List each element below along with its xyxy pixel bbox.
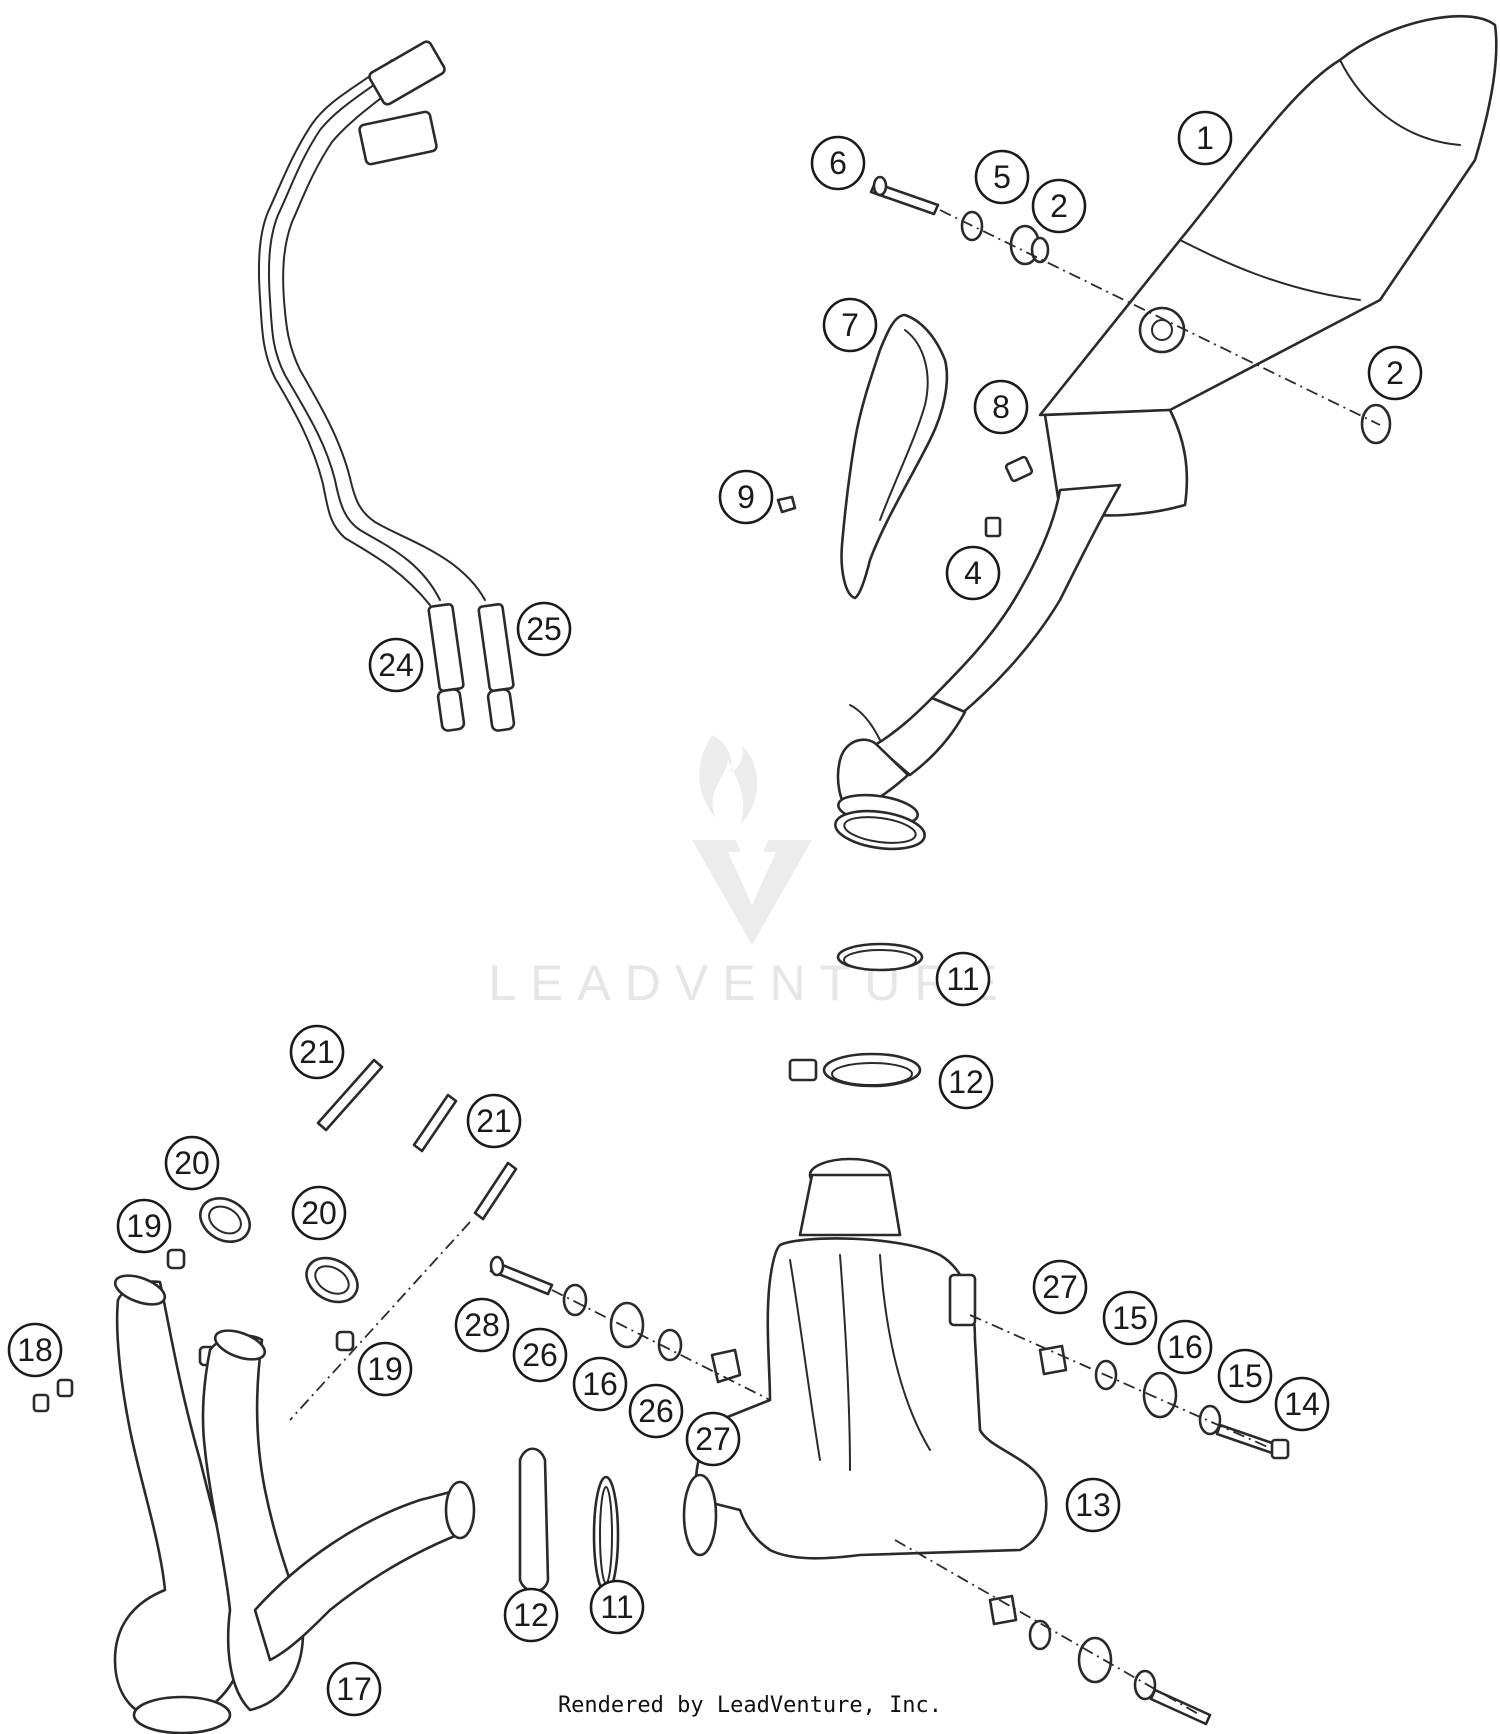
svg-text:7: 7 xyxy=(841,307,859,343)
svg-text:14: 14 xyxy=(1284,1386,1320,1422)
svg-text:2: 2 xyxy=(1386,355,1404,391)
svg-text:26: 26 xyxy=(638,1393,674,1429)
svg-text:8: 8 xyxy=(992,389,1010,425)
svg-text:25: 25 xyxy=(526,611,562,647)
svg-text:21: 21 xyxy=(476,1103,512,1139)
muffler xyxy=(834,14,1498,851)
callout-20-right: 20 xyxy=(291,1185,347,1241)
svg-text:17: 17 xyxy=(336,1671,372,1707)
heat-shield xyxy=(840,313,949,600)
svg-text:11: 11 xyxy=(946,961,979,997)
callout-9: 9 xyxy=(718,469,774,525)
spring-clips xyxy=(776,455,1034,538)
callout-7: 7 xyxy=(822,297,878,353)
callout-19-left: 19 xyxy=(116,1198,172,1254)
svg-text:12: 12 xyxy=(513,1597,549,1633)
footer-credit: Rendered by LeadVenture, Inc. xyxy=(558,1693,942,1718)
svg-text:2: 2 xyxy=(1050,188,1068,224)
callout-5: 5 xyxy=(974,149,1030,205)
callout-19-right: 19 xyxy=(357,1341,413,1397)
callout-21-right: 21 xyxy=(466,1093,522,1149)
svg-text:11: 11 xyxy=(600,1589,633,1625)
svg-text:12: 12 xyxy=(948,1064,984,1100)
callout-27-lower: 27 xyxy=(685,1411,741,1467)
callout-1: 1 xyxy=(1177,110,1233,166)
callout-12-lower: 12 xyxy=(503,1587,559,1643)
callout-28: 28 xyxy=(454,1297,510,1353)
callout-15-lower: 15 xyxy=(1217,1348,1273,1404)
svg-text:18: 18 xyxy=(17,1332,53,1368)
callout-14: 14 xyxy=(1274,1376,1330,1432)
svg-text:20: 20 xyxy=(174,1145,210,1181)
svg-text:4: 4 xyxy=(964,555,982,591)
svg-text:16: 16 xyxy=(1167,1329,1203,1365)
svg-text:15: 15 xyxy=(1227,1358,1263,1394)
svg-text:6: 6 xyxy=(829,145,847,181)
callout-2-upper: 2 xyxy=(1031,178,1087,234)
callout-15-upper: 15 xyxy=(1102,1290,1158,1346)
svg-text:19: 19 xyxy=(126,1208,162,1244)
callout-12-upper: 12 xyxy=(938,1054,994,1110)
svg-text:9: 9 xyxy=(737,479,755,515)
callout-20-left: 20 xyxy=(164,1135,220,1191)
svg-text:19: 19 xyxy=(367,1351,403,1387)
svg-text:20: 20 xyxy=(301,1195,337,1231)
catalytic-converter xyxy=(682,1157,1048,1560)
callout-8: 8 xyxy=(973,379,1029,435)
callout-16-right: 16 xyxy=(1157,1319,1213,1375)
svg-text:27: 27 xyxy=(1042,1269,1078,1305)
header-pipes xyxy=(113,1274,476,1734)
callout-25: 25 xyxy=(516,601,572,657)
svg-text:28: 28 xyxy=(464,1307,500,1343)
callout-13: 13 xyxy=(1065,1477,1121,1533)
converter-mount-hardware xyxy=(489,1255,1290,1726)
muffler-mount-hardware xyxy=(869,175,1392,445)
callout-27-upper: 27 xyxy=(1032,1259,1088,1315)
callout-6: 6 xyxy=(810,135,866,191)
svg-text:5: 5 xyxy=(993,159,1011,195)
callout-16-left: 16 xyxy=(572,1356,628,1412)
upper-gasket-clamp xyxy=(788,942,924,1088)
callout-11-upper: 11 xyxy=(935,951,991,1007)
callout-26-lower: 26 xyxy=(628,1383,684,1439)
oxygen-sensor-harness xyxy=(257,40,516,732)
svg-text:16: 16 xyxy=(582,1366,618,1402)
svg-text:13: 13 xyxy=(1075,1487,1111,1523)
callout-4: 4 xyxy=(945,545,1001,601)
lower-gasket-clamp xyxy=(518,1447,620,1595)
watermark-logo xyxy=(692,735,812,945)
callout-11-lower: 11 xyxy=(589,1579,645,1635)
svg-text:15: 15 xyxy=(1112,1300,1148,1336)
callout-18: 18 xyxy=(7,1322,63,1378)
svg-text:24: 24 xyxy=(378,647,414,683)
callout-21-left: 21 xyxy=(289,1024,345,1080)
svg-text:21: 21 xyxy=(299,1034,335,1070)
callout-17: 17 xyxy=(326,1661,382,1717)
callout-2-lower: 2 xyxy=(1367,345,1423,401)
watermark-text: LEADVENTURE xyxy=(488,955,1012,1011)
svg-text:1: 1 xyxy=(1196,120,1214,156)
callout-26-upper: 26 xyxy=(512,1327,568,1383)
callout-24: 24 xyxy=(368,637,424,693)
svg-text:26: 26 xyxy=(522,1337,558,1373)
svg-text:27: 27 xyxy=(695,1421,731,1457)
studs-gaskets-nuts xyxy=(32,1058,518,1421)
